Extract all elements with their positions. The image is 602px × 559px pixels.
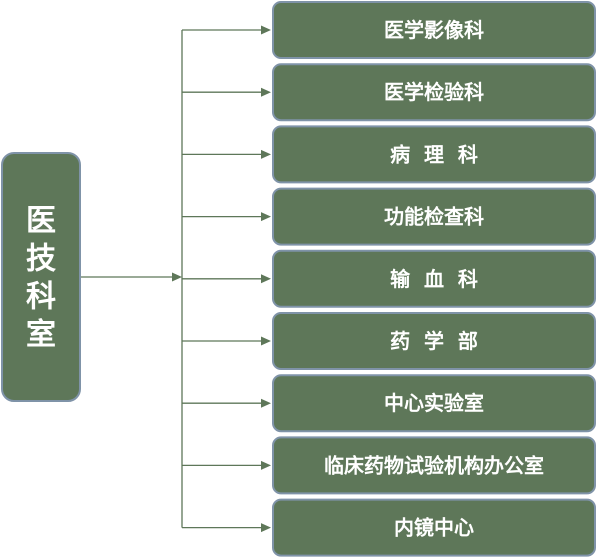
connector-lines	[80, 25, 271, 533]
root-label-char: 室	[26, 318, 56, 353]
department-node: 药 学 部	[272, 312, 596, 370]
department-box	[272, 249, 596, 308]
branch-arrow	[261, 398, 271, 408]
branch-arrow	[261, 274, 271, 284]
department-label: 内镜中心	[394, 516, 474, 540]
department-node: 中心实验室	[272, 374, 596, 433]
branch-arrow	[261, 460, 271, 470]
branch-arrow	[261, 149, 271, 159]
root-label-char: 科	[26, 280, 56, 315]
department-label: 临床药物试验机构办公室	[324, 453, 544, 477]
department-node: 临床药物试验机构办公室	[272, 436, 596, 495]
department-box	[272, 436, 596, 495]
department-box	[272, 312, 596, 370]
department-node: 内镜中心	[272, 498, 596, 557]
root-node: 医技科室	[1, 152, 81, 402]
department-box	[272, 63, 596, 122]
department-box	[272, 187, 596, 246]
department-box	[272, 498, 596, 557]
department-box	[272, 125, 596, 184]
root-box	[1, 152, 81, 402]
branch-arrow	[261, 523, 271, 533]
department-node: 医学检验科	[272, 63, 596, 122]
department-label: 医学检验科	[384, 80, 484, 104]
branch-arrow	[261, 212, 271, 222]
root-label-char: 医	[26, 204, 56, 239]
branch-arrow	[261, 25, 271, 35]
department-node: 病 理 科	[272, 125, 596, 184]
department-label: 病 理 科	[390, 142, 478, 166]
department-node: 功能检查科	[272, 187, 596, 246]
department-label: 药 学 部	[390, 329, 478, 353]
branch-arrow	[261, 336, 271, 346]
root-label: 医技科室	[26, 204, 56, 353]
department-label: 医学影像科	[384, 18, 484, 42]
department-label: 输 血 科	[390, 267, 478, 291]
department-label: 中心实验室	[384, 391, 484, 415]
department-box	[272, 1, 596, 59]
root-label-char: 技	[26, 242, 56, 277]
department-box	[272, 374, 596, 433]
root-connector-arrow	[172, 272, 182, 282]
department-label: 功能检查科	[384, 205, 484, 229]
department-node: 输 血 科	[272, 249, 596, 308]
branch-arrow	[261, 87, 271, 97]
department-node: 医学影像科	[272, 1, 596, 59]
